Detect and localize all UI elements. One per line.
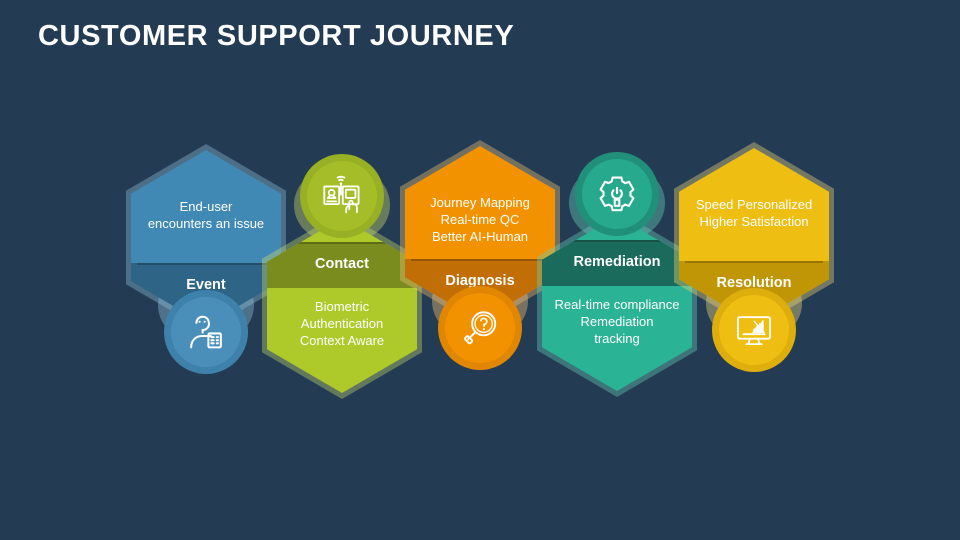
stage-icon-circle[interactable] [164,290,248,374]
stage-icon-circle[interactable] [712,288,796,372]
magnifier-question-icon [445,293,515,363]
monitor-chart-icon [719,295,789,365]
gear-wrench-icon [582,159,652,229]
stage-icon-circle[interactable] [438,286,522,370]
page-title: CUSTOMER SUPPORT JOURNEY [38,20,515,52]
stage-icon-circle[interactable] [575,152,659,236]
headset-agent-icon [171,297,241,367]
biometric-authentication-icon [307,161,377,231]
stage-icon-circle[interactable] [300,154,384,238]
